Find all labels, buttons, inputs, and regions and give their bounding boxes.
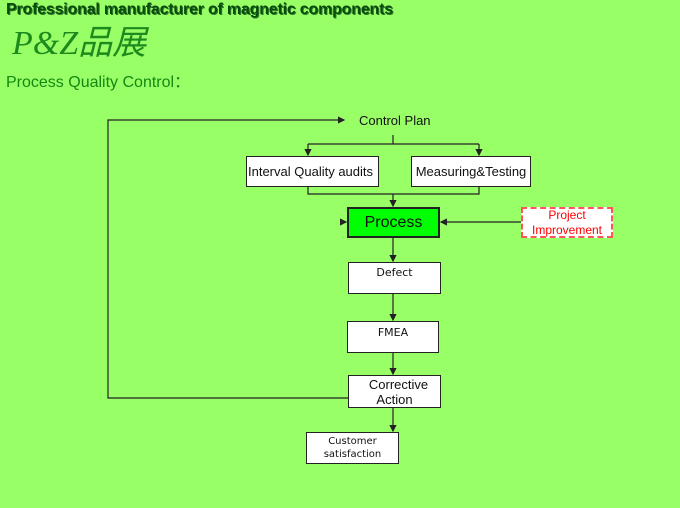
node-interval-quality-audits: Interval Quality audits bbox=[246, 156, 379, 187]
node-measuring-testing: Measuring&Testing bbox=[411, 156, 531, 187]
corrective-line2: Action bbox=[376, 391, 413, 407]
node-defect: Defect bbox=[348, 262, 441, 294]
company-tagline: Professional manufacturer of magnetic co… bbox=[6, 1, 393, 18]
customer-line2: satisfaction bbox=[323, 449, 382, 460]
brand-logo: P&Z品展 bbox=[12, 25, 147, 62]
project-improvement-line2: Improvement bbox=[531, 222, 603, 237]
node-project-improvement: Project Improvement bbox=[521, 207, 613, 238]
node-process: Process bbox=[347, 207, 440, 238]
node-corrective-action: Corrective Action bbox=[348, 375, 441, 408]
project-improvement-line1: Project bbox=[548, 207, 586, 222]
customer-line1: Customer bbox=[328, 436, 377, 447]
node-customer-satisfaction: Customer satisfaction bbox=[306, 432, 399, 464]
node-fmea: FMEA bbox=[347, 321, 439, 353]
corrective-line1: Corrective bbox=[368, 376, 429, 392]
connector-join bbox=[307, 186, 480, 195]
node-control-plan: Control Plan bbox=[359, 113, 431, 128]
section-title: Process Quality Control： bbox=[6, 74, 191, 91]
feedback-loop-line bbox=[107, 116, 348, 399]
